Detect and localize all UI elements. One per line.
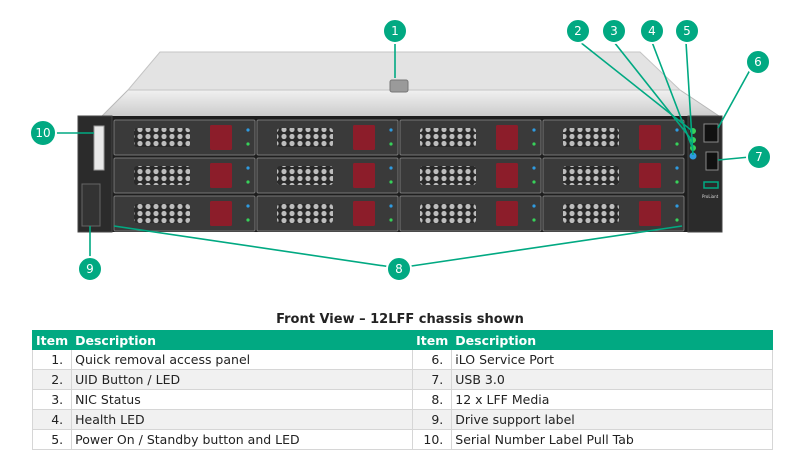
svg-text:4: 4: [648, 24, 656, 38]
server-front-diagram: ProLiant 1 2 3 4 5 6 7 8 9 10: [29, 18, 772, 282]
item-description: 12 x LFF Media: [451, 389, 773, 410]
item-number: 5.: [31, 429, 73, 450]
lff-drive-carrier: [113, 195, 256, 232]
lff-drive-carrier: [542, 195, 685, 232]
item-description: Health LED: [71, 409, 414, 430]
callout-4: 4: [639, 18, 665, 44]
svg-text:8: 8: [395, 262, 403, 276]
svg-text:1: 1: [391, 24, 399, 38]
svg-text:3: 3: [610, 24, 618, 38]
drive-support-label: [81, 183, 101, 227]
chassis-badge: ProLiant: [702, 194, 719, 199]
usb-port-icon: [705, 151, 719, 171]
lff-drive-bays: [113, 119, 685, 232]
item-description: NIC Status: [71, 389, 414, 410]
leader-lines: [56, 41, 751, 269]
callout-7: 7: [746, 144, 772, 170]
callout-9: 9: [77, 256, 103, 282]
callout-6: 6: [745, 49, 771, 75]
lff-drive-carrier: [256, 157, 399, 194]
power-button-icon: [689, 152, 697, 160]
item-description: Power On / Standby button and LED: [71, 429, 414, 450]
lff-drive-carrier: [113, 119, 256, 156]
item-number: 1.: [31, 349, 73, 370]
table-row: 2. UID Button / LED 7. USB 3.0: [31, 369, 773, 390]
item-description: Serial Number Label Pull Tab: [451, 429, 773, 450]
svg-text:6: 6: [754, 55, 762, 69]
item-number: 4.: [31, 409, 73, 430]
table-row: 4. Health LED 9. Drive support label: [31, 409, 773, 430]
callout-10: 10: [29, 119, 57, 147]
svg-text:2: 2: [574, 24, 582, 38]
item-number: 7.: [412, 369, 453, 390]
legend-table: Item Description Item Description 1. Qui…: [31, 330, 773, 450]
serial-pull-tab: [93, 125, 105, 171]
hpe-logo-icon: [703, 181, 719, 189]
callout-3: 3: [601, 18, 627, 44]
lff-drive-carrier: [256, 195, 399, 232]
ilo-service-port-icon: [703, 123, 719, 143]
item-description: Drive support label: [451, 409, 773, 430]
item-description: UID Button / LED: [71, 369, 414, 390]
item-description: iLO Service Port: [451, 349, 773, 370]
chassis-top-panel-rear: [126, 51, 682, 91]
lff-drive-carrier: [542, 119, 685, 156]
callout-8: 8: [386, 256, 412, 282]
callout-5: 5: [674, 18, 700, 44]
svg-text:10: 10: [35, 126, 50, 140]
chassis-top-panel: [98, 89, 724, 119]
item-number: 9.: [412, 409, 453, 430]
item-number: 8.: [412, 389, 453, 410]
svg-text:7: 7: [755, 150, 763, 164]
item-description: USB 3.0: [451, 369, 773, 390]
svg-text:9: 9: [86, 262, 94, 276]
item-description: Quick removal access panel: [71, 349, 414, 370]
legend-header-row: Item Description Item Description: [31, 330, 773, 350]
quick-removal-latch: [389, 79, 409, 93]
table-row: 1. Quick removal access panel 6. iLO Ser…: [31, 349, 773, 370]
lff-drive-carrier: [113, 157, 256, 194]
item-header: Item: [31, 330, 73, 350]
item-number: 3.: [31, 389, 73, 410]
item-number: 10.: [412, 429, 453, 450]
item-header: Item: [412, 330, 453, 350]
lff-drive-carrier: [256, 119, 399, 156]
svg-text:5: 5: [683, 24, 691, 38]
table-row: 3. NIC Status 8. 12 x LFF Media: [31, 389, 773, 410]
callout-2: 2: [565, 18, 591, 44]
callout-1: 1: [382, 18, 408, 44]
diagram-caption: Front View – 12LFF chassis shown: [276, 312, 524, 327]
item-number: 2.: [31, 369, 73, 390]
lff-drive-carrier: [399, 157, 542, 194]
description-header: Description: [71, 330, 414, 350]
item-number: 6.: [412, 349, 453, 370]
description-header: Description: [451, 330, 773, 350]
table-row: 5. Power On / Standby button and LED 10.…: [31, 429, 773, 450]
lff-drive-carrier: [542, 157, 685, 194]
lff-drive-carrier: [399, 195, 542, 232]
lff-drive-carrier: [399, 119, 542, 156]
